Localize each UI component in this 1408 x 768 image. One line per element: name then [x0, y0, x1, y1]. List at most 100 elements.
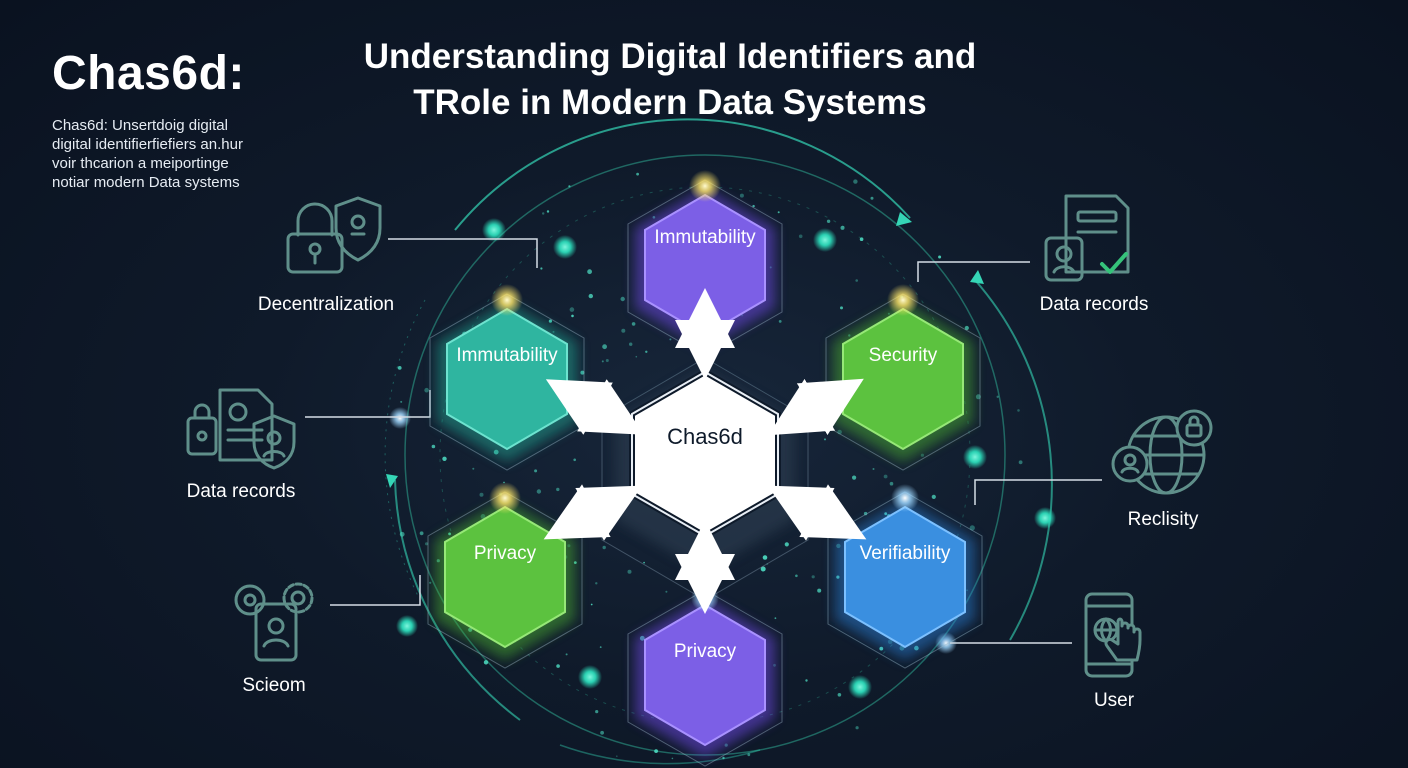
particle [938, 255, 942, 259]
particle [534, 469, 538, 473]
node-upper-left[interactable] [446, 307, 568, 451]
particle [548, 319, 553, 323]
particle [588, 293, 593, 299]
particle [840, 306, 843, 310]
brand-description-line: notiar modern Data systems [52, 174, 240, 191]
particle [472, 467, 475, 470]
gear-user-icon [234, 582, 314, 662]
particle [429, 581, 432, 584]
side-label-data-records-left: Data records [186, 481, 296, 502]
side-label-user: User [1093, 690, 1135, 711]
particle [855, 726, 859, 730]
particle [798, 234, 803, 239]
particle [739, 193, 744, 198]
particle [969, 525, 975, 531]
node-sparks [489, 170, 919, 612]
glow-dot [1034, 507, 1056, 529]
node-label-upper-left: Immutability [456, 345, 558, 366]
particle [627, 569, 632, 574]
particle [600, 730, 604, 735]
particle [879, 646, 884, 651]
side-label-data-records-right: Data records [1039, 294, 1149, 315]
node-label-upper-right: Security [869, 345, 938, 366]
main-title-line: Understanding Digital Identifiers and [363, 37, 977, 76]
particle [817, 588, 822, 593]
particle [595, 710, 599, 714]
particle [556, 487, 560, 492]
glow-dot [389, 407, 411, 429]
particle [805, 679, 808, 682]
arrow-upper-right [768, 378, 864, 436]
node-label-bottom: Privacy [674, 641, 737, 662]
nodes [444, 193, 966, 747]
particle [818, 417, 821, 420]
particle [852, 475, 857, 480]
particle [635, 355, 638, 358]
glow-dot [848, 675, 872, 699]
center-label: Chas6d [667, 424, 743, 449]
particle [616, 755, 618, 757]
center-node[interactable] [615, 368, 795, 572]
particle [920, 453, 925, 457]
particle [419, 531, 424, 536]
arrow-upper-left [545, 379, 645, 435]
glow-dot [553, 235, 577, 259]
particle [766, 563, 769, 565]
particle [811, 575, 815, 579]
node-upper-right[interactable] [842, 307, 964, 451]
node-label-lower-left: Privacy [474, 543, 537, 564]
particle [964, 325, 969, 331]
particle [556, 664, 560, 668]
particle [571, 314, 574, 318]
main-title: Understanding Digital Identifiers and TR… [300, 34, 1040, 126]
brand-title: Chas6d: [52, 47, 245, 100]
particle [573, 458, 576, 462]
particle [747, 753, 751, 757]
particle [859, 237, 864, 241]
particle [841, 518, 844, 520]
particle [774, 617, 777, 620]
document-check-icon [1044, 194, 1130, 282]
particle [826, 219, 831, 223]
glow-dot [813, 228, 837, 252]
node-lower-right[interactable] [844, 505, 966, 649]
glow-dot [963, 445, 987, 469]
particle [431, 444, 436, 449]
node-label-lower-right: Verifiability [860, 543, 951, 564]
globe-lock-icon [1111, 409, 1213, 495]
particle [425, 542, 429, 546]
particle [424, 387, 429, 393]
node-bottom[interactable] [644, 603, 766, 747]
glow-dots [389, 218, 1056, 699]
arrow-lower-right [767, 484, 867, 541]
particle [931, 494, 936, 499]
particle [853, 179, 858, 184]
brand-description-line: voir thcarion a meiportinge [52, 155, 229, 172]
particle [536, 489, 542, 494]
particle [665, 590, 668, 593]
particle [872, 468, 875, 470]
side-label-scieom: Scieom [242, 675, 306, 696]
glow-dot [578, 665, 602, 689]
particle [889, 481, 894, 486]
particle [840, 225, 845, 230]
particle [565, 653, 568, 656]
particle [397, 366, 402, 370]
side-label-decentralization: Decentralization [257, 294, 395, 315]
particle [621, 328, 626, 333]
side-label-reclisity: Reclisity [1127, 509, 1199, 530]
particle [1018, 460, 1023, 465]
particle [442, 456, 447, 461]
phone-touch-icon [1084, 592, 1142, 678]
particle [569, 307, 575, 312]
particle [870, 196, 874, 200]
particle [590, 603, 593, 606]
brand-description: Chas6d: Unsertdoig digital digital ident… [52, 116, 302, 192]
node-label-top: Immutability [654, 227, 756, 248]
arrow-lower-left [543, 484, 643, 541]
particle [631, 322, 636, 326]
node-lower-left[interactable] [444, 505, 566, 649]
documents-shield-icon [186, 388, 296, 470]
particle [599, 646, 602, 648]
